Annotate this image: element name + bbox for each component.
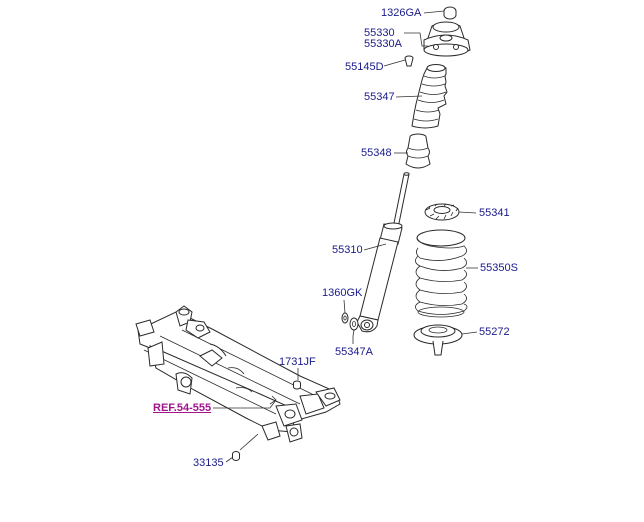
part-label-55348[interactable]: 55348 (361, 147, 392, 159)
part-label-55347a[interactable]: 55347A (335, 346, 373, 358)
top-mount-55330[interactable] (423, 21, 471, 57)
nut-1326ga[interactable] (443, 6, 457, 20)
leader-lines (213, 10, 478, 463)
lower-pad-55272[interactable] (413, 324, 463, 356)
part-label-55341[interactable]: 55341 (479, 207, 510, 219)
part-label-55330a[interactable]: 55330A (364, 38, 402, 50)
part-label-55310[interactable]: 55310 (332, 244, 363, 256)
part-label-55272[interactable]: 55272 (479, 326, 510, 338)
reference-link-54-555[interactable]: REF.54-555 (153, 402, 212, 414)
grommet-33135[interactable] (232, 451, 240, 461)
rear-subframe[interactable] (135, 305, 341, 443)
part-label-55145d[interactable]: 55145D (345, 61, 384, 73)
coil-spring-55350s[interactable] (415, 229, 468, 318)
part-label-55350s[interactable]: 55350S (480, 262, 518, 274)
nut-1360gk[interactable] (341, 312, 349, 324)
part-label-55347[interactable]: 55347 (364, 91, 395, 103)
part-label-1360gk[interactable]: 1360GK (322, 287, 363, 299)
washer-55347a[interactable] (349, 317, 359, 331)
part-label-33135[interactable]: 33135 (193, 457, 224, 469)
shock-absorber-55310[interactable] (356, 172, 410, 333)
plug-1731jf[interactable] (293, 380, 301, 390)
bolt-55145d[interactable] (404, 55, 414, 67)
spring-pad-55341[interactable] (424, 203, 460, 221)
bump-stopper-55348[interactable] (405, 133, 431, 169)
part-label-1326ga[interactable]: 1326GA (381, 7, 422, 19)
part-label-55330[interactable]: 55330 (364, 27, 395, 39)
dust-cover-55347[interactable] (411, 64, 448, 129)
part-label-1731jf[interactable]: 1731JF (279, 356, 316, 368)
